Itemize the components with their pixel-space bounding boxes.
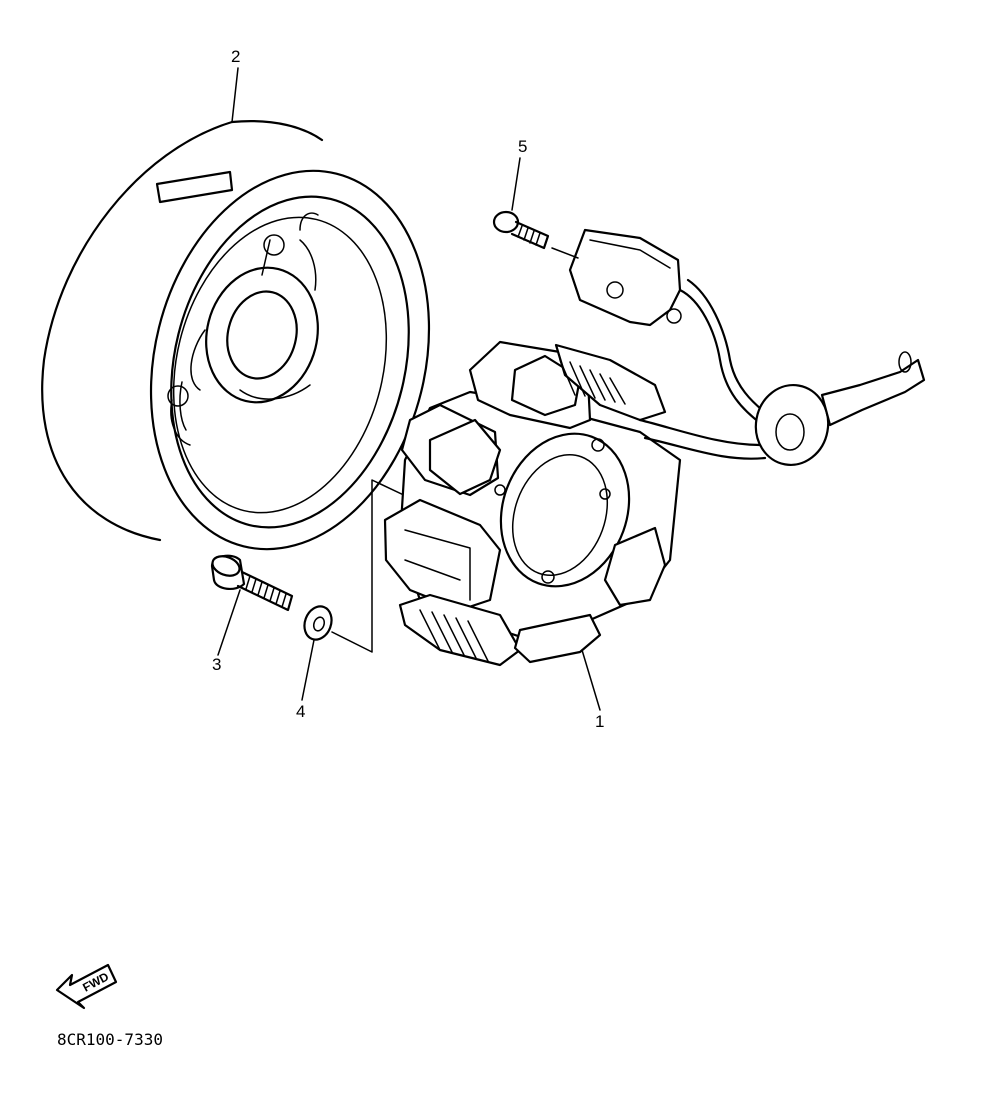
pickup-coil: [568, 228, 682, 327]
leader-line-3: [217, 589, 241, 656]
leader-line-1: [581, 649, 601, 711]
wire-harness: [638, 278, 926, 466]
leader-line-5: [511, 157, 521, 211]
leader-line-4: [301, 639, 315, 701]
assembly-line: [331, 479, 411, 653]
flywheel-rotor-part-2: [41, 120, 431, 551]
fwd-arrow-icon: [55, 963, 118, 1010]
diagram-code: 8CR100-7330: [57, 1030, 163, 1049]
callout-number-1: 1: [595, 712, 605, 731]
bolt-part-3: [210, 554, 294, 612]
screw-part-5: [492, 210, 550, 250]
callout-number-3: 3: [212, 655, 222, 674]
callout-number-5: 5: [518, 137, 528, 156]
washer-part-4: [303, 605, 333, 641]
stator-assembly-part-1: [383, 340, 682, 667]
screw-to-coil-line: [551, 247, 579, 259]
callout-number-2: 2: [231, 47, 241, 66]
leader-line-2: [231, 67, 239, 123]
callout-number-4: 4: [296, 702, 306, 721]
